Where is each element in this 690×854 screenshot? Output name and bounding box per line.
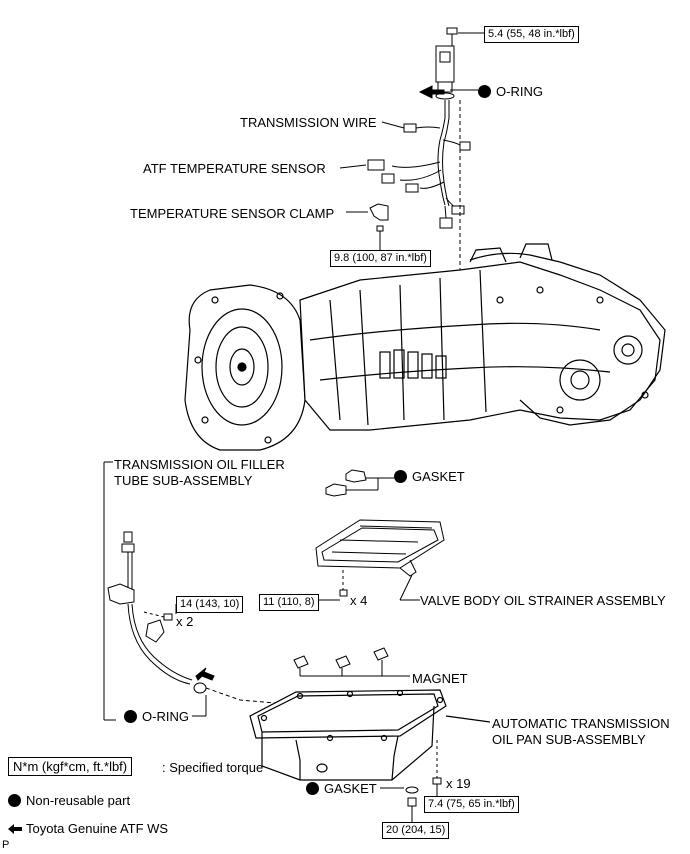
o-ring-bottom-label: O-RING [124, 709, 189, 724]
oil-pan-bolt [432, 740, 442, 796]
transmission-wire-label: TRANSMISSION WIRE [240, 115, 377, 130]
torque-strainer-bolt: 11 (110, 8) [259, 594, 319, 611]
magnets [293, 647, 410, 677]
page-marker: P [2, 839, 10, 851]
atf-temperature-sensor-label: ATF TEMPERATURE SENSOR [143, 161, 326, 176]
non-reusable-icon [124, 710, 137, 723]
legend-torque-text: : Specified torque [162, 760, 264, 775]
temperature-sensor-clamp-label: TEMPERATURE SENSOR CLAMP [130, 206, 335, 221]
oil-pan-label-line2: OIL PAN SUB-ASSEMBLY [492, 732, 646, 747]
torque-clamp-bolt: 9.8 (100, 87 in.*lbf) [330, 250, 431, 267]
torque-oil-pan-bolt: 7.4 (75, 65 in.*lbf) [424, 796, 519, 813]
valve-body-strainer-label: VALVE BODY OIL STRAINER ASSEMBLY [420, 593, 666, 608]
sensor-bolt [446, 27, 484, 46]
qty-x19: x 19 [446, 776, 471, 791]
filler-tube-label-line2: TUBE SUB-ASSEMBLY [114, 473, 253, 488]
non-reusable-icon [478, 85, 491, 98]
non-reusable-icon [394, 470, 407, 483]
gasket-drain-text: GASKET [324, 781, 377, 796]
o-ring-bottom-text: O-RING [142, 709, 189, 724]
legend-torque-unit: N*m (kgf*cm, ft.*lbf) [8, 757, 133, 776]
oil-filler-tube [103, 461, 311, 721]
legend-non-reusable-text: Non-reusable part [26, 793, 131, 808]
filler-tube-label-line1: TRANSMISSION OIL FILLER [114, 457, 285, 472]
gasket-strainer-label: GASKET [394, 469, 465, 484]
atf-arrow-top [418, 85, 445, 99]
legend-atf-ws-text: Toyota Genuine ATF WS [26, 821, 169, 836]
arrow-left-icon [8, 824, 22, 834]
qty-x4: x 4 [350, 593, 368, 608]
torque-filler-tube-bolt: 14 (143, 10) [176, 596, 244, 613]
strainer-gasket [325, 469, 394, 497]
legend-atf-ws: Toyota Genuine ATF WS [8, 821, 168, 836]
magnet-label: MAGNET [412, 671, 468, 686]
non-reusable-icon [8, 794, 21, 807]
filler-tube-bolt [143, 604, 177, 621]
transmission-wire [367, 45, 471, 290]
o-ring-top-text: O-RING [496, 84, 543, 99]
transmission-assembly [184, 243, 666, 451]
qty-x2: x 2 [176, 614, 194, 629]
legend-non-reusable: Non-reusable part [8, 793, 130, 808]
torque-sensor-bolt: 5.4 (55, 48 in.*lbf) [484, 26, 579, 43]
oil-pan-label-line1: AUTOMATIC TRANSMISSION [492, 716, 670, 731]
gasket-strainer-text: GASKET [412, 469, 465, 484]
gasket-drain-label: GASKET [306, 781, 377, 796]
valve-body-oil-strainer [314, 519, 445, 601]
non-reusable-icon [306, 782, 319, 795]
oil-pan [249, 689, 491, 781]
drain-plug [380, 786, 419, 822]
torque-drain-plug: 20 (204, 15) [382, 822, 450, 839]
atf-arrow-bottom [195, 667, 215, 681]
temperature-sensor-clamp [346, 203, 389, 250]
o-ring-top-label: O-RING [478, 84, 543, 99]
